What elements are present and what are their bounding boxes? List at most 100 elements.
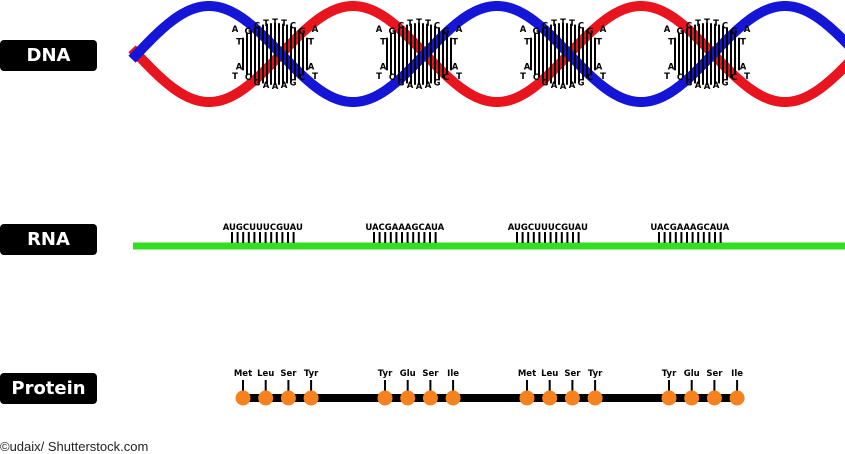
dna-top-base: C [542, 22, 548, 32]
dna-bottom-base: A [263, 81, 270, 91]
dna-top-base: T [407, 19, 413, 29]
dna-bottom-base: C [299, 73, 305, 83]
amino-acid-label: Leu [541, 369, 558, 379]
amino-acid-bead [519, 390, 535, 406]
dna-top-base: T [551, 19, 557, 29]
dna-bottom-base: A [569, 81, 576, 91]
dna-bottom-base: G [254, 78, 261, 88]
dna-right-pair-base: A [456, 25, 463, 35]
dna-top-base: C [686, 22, 692, 32]
dna-right-pair-base: T [600, 72, 606, 82]
dna-top-base: C [398, 22, 404, 32]
dna-top-base: G [245, 27, 252, 37]
rna-strand: AUGCUUUCGUAU UACGAAAGCAUA AUGCUUUCGUAU UACG… [133, 223, 845, 250]
amino-acid-label: Glu [684, 369, 700, 379]
amino-acid-label: Ser [706, 369, 723, 379]
credit-text: ©udaix/ Shutterstock.com [0, 439, 149, 454]
dna-bottom-base: A [272, 82, 279, 92]
dna-top-base: C [722, 22, 728, 32]
amino-acid-bead [729, 390, 745, 406]
dna-right-pair-base: A [744, 25, 751, 35]
dna-left-pair-base: A [520, 25, 527, 35]
amino-acid-bead [564, 390, 580, 406]
dna-top-base: T [452, 38, 458, 48]
rna-sequence-label: AUGCUUUCGUAU [223, 223, 303, 233]
amino-acid-bead [303, 390, 319, 406]
dna-right-pair-base: A [312, 25, 319, 35]
dna-top-base: G [677, 27, 684, 37]
dna-top-base: T [596, 38, 602, 48]
dna-left-pair-base: A [232, 25, 239, 35]
amino-acid-bead [400, 390, 416, 406]
amino-acid-bead [258, 390, 274, 406]
amino-acid-label: Ser [422, 369, 439, 379]
dna-bottom-base: G [542, 78, 549, 88]
rna-sequence-label: UACGAAAGCAUA [365, 223, 444, 233]
dna-top-base: G [587, 27, 594, 37]
amino-acid-bead [280, 390, 296, 406]
amino-acid-bead [235, 390, 251, 406]
dna-right-pair-base: T [744, 72, 750, 82]
amino-acid-bead [445, 390, 461, 406]
dna-bottom-base: A [596, 62, 603, 72]
amino-acid-label: Leu [257, 369, 274, 379]
amino-acid-label: Ser [564, 369, 581, 379]
amino-acid-bead [684, 390, 700, 406]
dna-top-base: G [299, 27, 306, 37]
dna-top-base: C [290, 22, 296, 32]
dna-top-base: T [713, 19, 719, 29]
dna-bottom-base: A [425, 81, 432, 91]
protein-label: Protein [0, 373, 97, 404]
rna-codon-group: UACGAAAGCAUA [365, 223, 445, 243]
dna-bottom-base: A [551, 81, 558, 91]
amino-acid-label: Tyr [588, 369, 603, 379]
amino-acid-label: Met [234, 369, 252, 379]
dna-top-base: T [569, 19, 575, 29]
dna-bottom-base: A [452, 62, 459, 72]
rna-codon-group: UACGAAAGCAUA [650, 223, 730, 243]
amino-acid-label: Tyr [378, 369, 393, 379]
dna-bottom-base: A [236, 62, 243, 72]
dna-top-base: G [443, 27, 450, 37]
dna-top-base: C [254, 22, 260, 32]
amino-acid-label: Tyr [662, 369, 677, 379]
dna-right-pair-base: T [312, 72, 318, 82]
dna-left-pair-base: A [664, 25, 671, 35]
dna-top-base: T [416, 18, 422, 28]
dna-left-pair-base: T [520, 72, 526, 82]
dna-bottom-base: A [308, 62, 315, 72]
dna-label: DNA [0, 40, 97, 71]
dna-bottom-base: A [281, 81, 288, 91]
dna-bottom-base: C [533, 73, 539, 83]
dna-bottom-base: C [731, 73, 737, 83]
dna-left-pair-base: T [664, 72, 670, 82]
dna-bottom-base: A [695, 81, 702, 91]
dna-bottom-base: A [560, 82, 567, 92]
dna-bottom-base: C [389, 73, 395, 83]
rna-sequence-label: AUGCUUUCGUAU [508, 223, 588, 233]
dna-top-base: T [263, 19, 269, 29]
dna-top-base: T [668, 38, 674, 48]
amino-acid-bead [587, 390, 603, 406]
amino-acid-bead [422, 390, 438, 406]
dna-top-base: T [740, 38, 746, 48]
rna-sequence-label: UACGAAAGCAUA [650, 223, 729, 233]
dna-bottom-base: C [587, 73, 593, 83]
dna-bottom-base: G [686, 78, 693, 88]
dna-bottom-base: A [416, 82, 423, 92]
dna-left-pair-base: T [232, 72, 238, 82]
amino-acid-bead [542, 390, 558, 406]
dna-bottom-base: A [668, 62, 675, 72]
dna-bottom-base: G [722, 78, 729, 88]
dna-bottom-base: A [713, 81, 720, 91]
rna-codon-group: AUGCUUUCGUAU [508, 223, 588, 243]
dna-bottom-base: C [443, 73, 449, 83]
amino-acid-label: Tyr [304, 369, 319, 379]
